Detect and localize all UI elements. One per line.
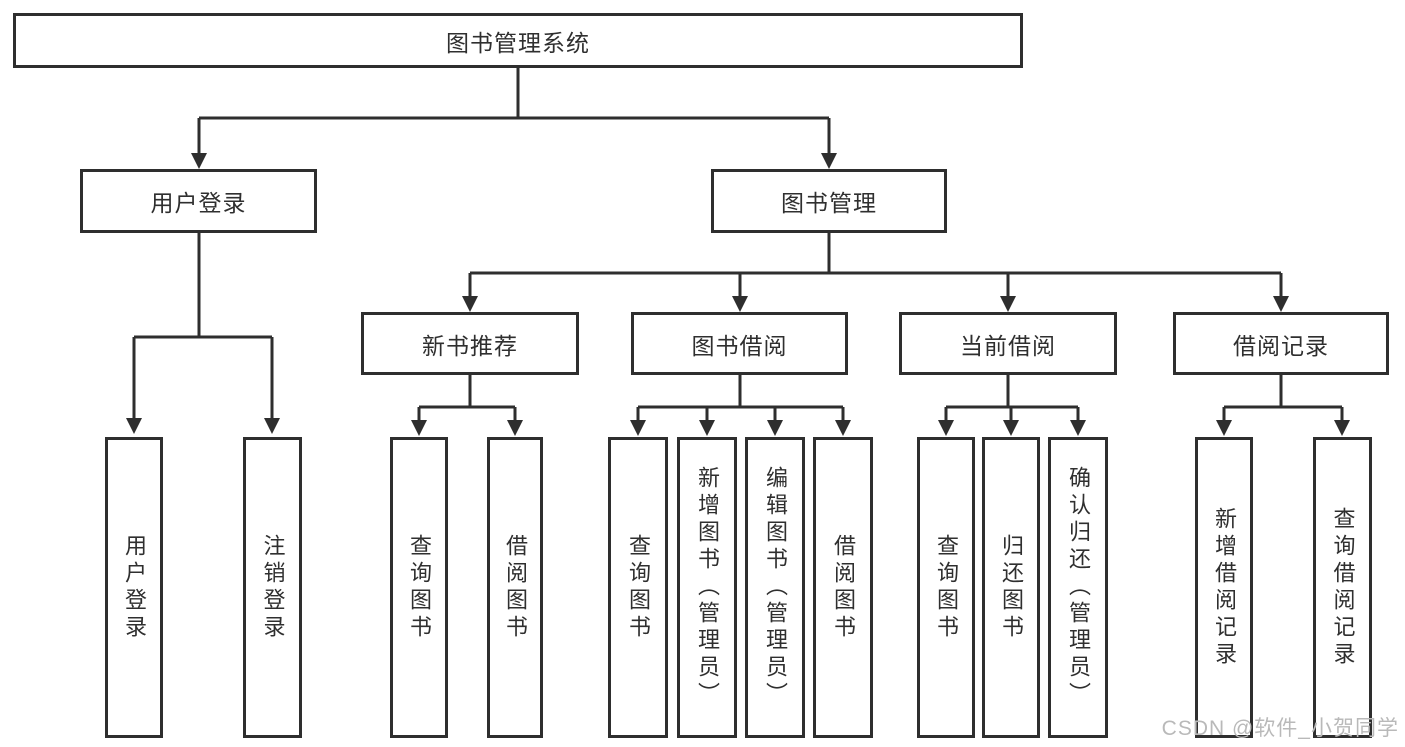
leaf-confirm-return-admin: 确认归还（管理员） [1048, 437, 1108, 738]
leaf-borrow-books: 借阅图书 [813, 437, 873, 738]
node-current-borrowing: 当前借阅 [899, 312, 1117, 375]
leaf-return-books: 归还图书 [982, 437, 1040, 738]
leaf-query-books-borrow: 查询图书 [608, 437, 668, 738]
leaf-add-books-admin: 新增图书（管理员） [677, 437, 737, 738]
node-borrowing-records: 借阅记录 [1173, 312, 1389, 375]
leaf-query-books-recommend: 查询图书 [390, 437, 448, 738]
leaf-edit-books-admin: 编辑图书（管理员） [745, 437, 805, 738]
arrowheads [126, 153, 1350, 436]
node-book-management-module: 图书管理 [711, 169, 947, 233]
csdn-watermark: CSDN @软件_小贺同学 [1161, 717, 1399, 740]
leaf-logout: 注销登录 [243, 437, 302, 738]
node-user-login-module: 用户登录 [80, 169, 317, 233]
node-book-borrowing: 图书借阅 [631, 312, 848, 375]
node-library-management-system: 图书管理系统 [13, 13, 1023, 68]
leaf-add-borrow-record: 新增借阅记录 [1195, 437, 1253, 738]
node-new-book-recommendation: 新书推荐 [361, 312, 579, 375]
leaf-query-books-current: 查询图书 [917, 437, 975, 738]
leaf-borrow-books-recommend: 借阅图书 [487, 437, 543, 738]
leaf-user-login: 用户登录 [105, 437, 163, 738]
leaf-query-borrow-record: 查询借阅记录 [1313, 437, 1372, 738]
